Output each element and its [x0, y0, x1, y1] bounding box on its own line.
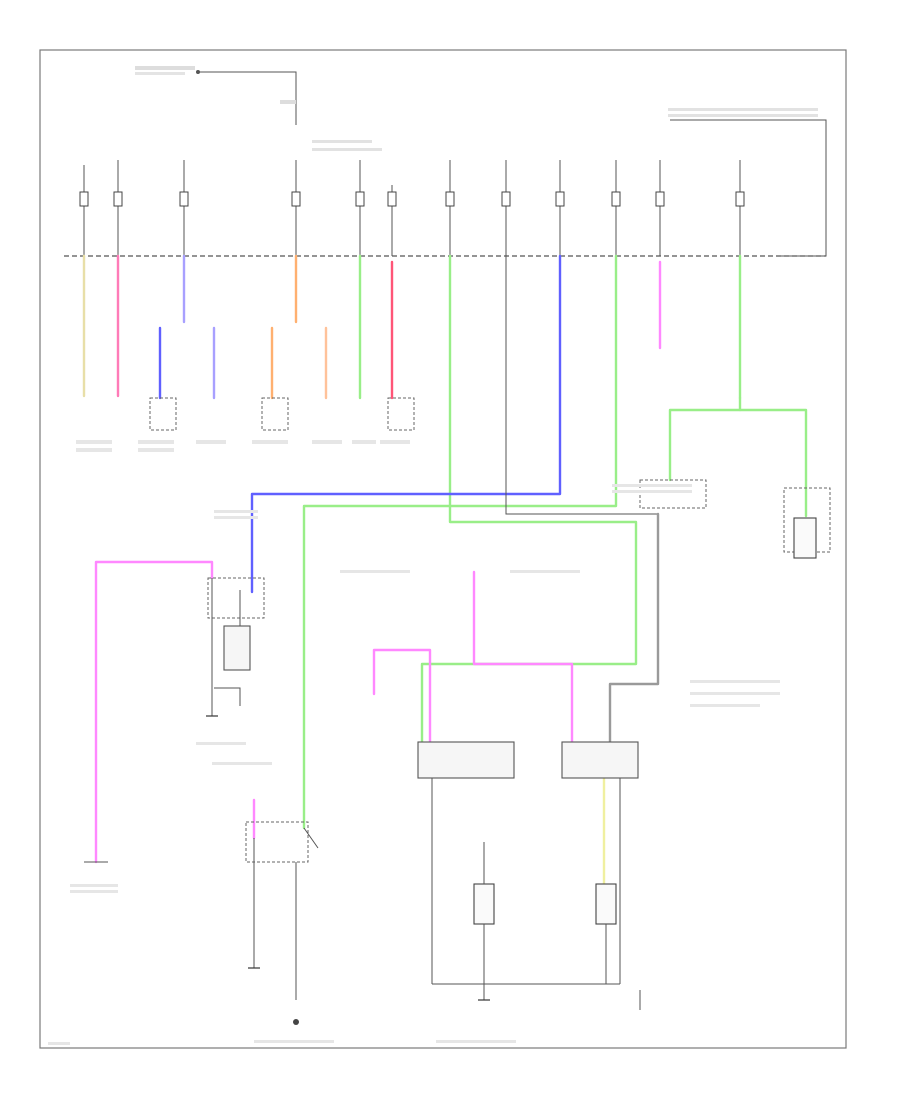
fuse-6 [387, 191, 397, 207]
wire-black-1 [505, 256, 659, 742]
fuse-1 [79, 191, 89, 207]
trailer-connector [639, 479, 707, 509]
component-box-2 [261, 397, 289, 431]
relay-module-right [561, 741, 639, 779]
power-feed [135, 66, 297, 125]
wire-green-4 [302, 254, 618, 830]
fuse-2 [113, 191, 123, 207]
left-relay-assembly [206, 577, 265, 717]
motor-right [595, 883, 617, 925]
fuse-7 [445, 191, 455, 207]
lower-relay-assembly [245, 821, 319, 1025]
central-relays [417, 741, 641, 1010]
relay-module-left [417, 741, 515, 779]
fuse-8 [501, 191, 511, 207]
wire-blue-2 [250, 254, 562, 594]
fuse-11 [655, 191, 665, 207]
fuse-3 [179, 191, 189, 207]
trailer-branch [639, 396, 831, 559]
wire-magenta-3 [372, 648, 432, 744]
upper-components [149, 397, 415, 431]
diagram-frame [39, 49, 847, 1049]
relay-housing-left [207, 577, 265, 619]
fuse-block-header [312, 108, 827, 257]
wire-pink-2 [94, 560, 214, 864]
fuse-4 [291, 191, 301, 207]
fuse-9 [555, 191, 565, 207]
motor-left [473, 883, 495, 925]
fuse-5 [355, 191, 365, 207]
faint-labels [48, 440, 780, 1045]
fuse-12 [735, 191, 745, 207]
wire-magenta-2 [472, 570, 574, 744]
fuse-row [64, 160, 826, 257]
relay-housing-lower [245, 821, 309, 863]
component-box-3 [387, 397, 415, 431]
wire-grey-1 [608, 512, 660, 744]
fuse-10 [611, 191, 621, 207]
branch-wires [82, 254, 742, 886]
relay-coil-left [223, 625, 251, 671]
component-box-1 [149, 397, 177, 431]
wire-green-3 [420, 254, 638, 744]
ground-lower [293, 1019, 299, 1025]
trailer-lamp [793, 517, 817, 559]
